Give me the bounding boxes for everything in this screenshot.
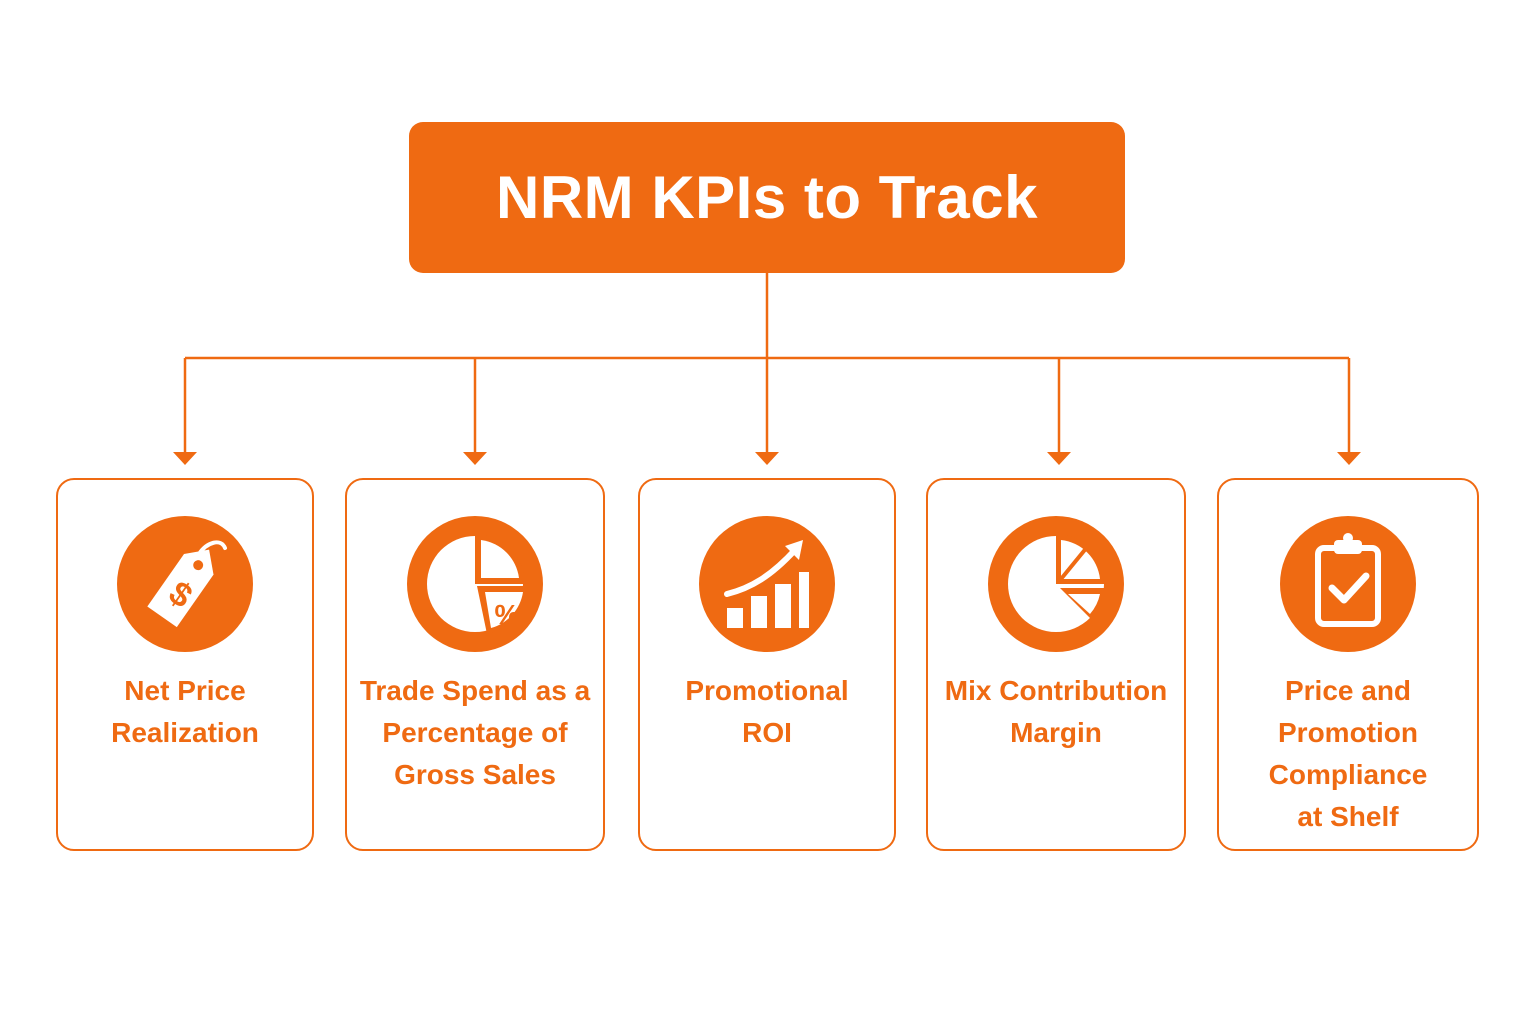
kpi-card-price-promotion-compliance: Price and Promotion Compliance at Shelf: [1217, 478, 1479, 851]
arrowhead-1: [173, 452, 197, 465]
kpi-label: Mix Contribution Margin: [944, 675, 1168, 748]
kpi-label: Net Price Realization: [111, 675, 259, 748]
kpi-label: Price and Promotion Compliance at Shelf: [1268, 675, 1428, 832]
arrowhead-3: [755, 452, 779, 465]
kpi-card-trade-spend-percentage: % Trade Spend as a Percentage of Gross S…: [345, 478, 605, 851]
growth-bar-chart-icon: [699, 516, 835, 652]
arrowhead-2: [463, 452, 487, 465]
kpi-label: Trade Spend as a Percentage of Gross Sal…: [359, 675, 591, 790]
clipboard-check-icon: [1280, 516, 1416, 652]
price-tag-dollar-icon: $: [117, 516, 253, 652]
pie-chart-segments-icon: [988, 516, 1124, 652]
pie-chart-percent-icon: %: [407, 516, 543, 652]
arrowhead-4: [1047, 452, 1071, 465]
kpi-label: Promotional ROI: [685, 675, 849, 748]
diagram-title: NRM KPIs to Track: [496, 164, 1038, 231]
kpi-card-promotional-roi: Promotional ROI: [638, 478, 896, 851]
title-box: NRM KPIs to Track: [409, 122, 1125, 273]
kpi-card-net-price-realization: $ Net Price Realization: [56, 478, 314, 851]
svg-text:%: %: [495, 599, 520, 630]
kpi-card-mix-contribution-margin: Mix Contribution Margin: [926, 478, 1186, 851]
arrowhead-5: [1337, 452, 1361, 465]
